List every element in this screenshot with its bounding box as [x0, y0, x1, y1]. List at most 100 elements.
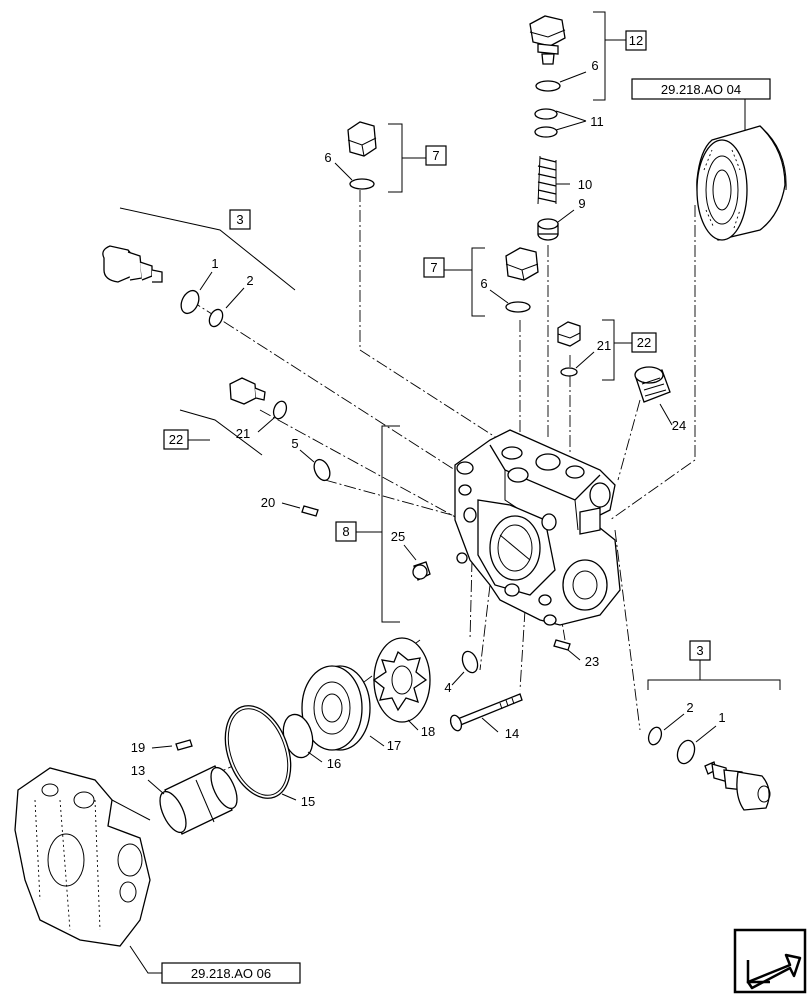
seal-15-inner: [227, 708, 289, 796]
plug-22b: [229, 377, 266, 405]
reference-top-right[interactable]: 29.218.AO 04: [661, 82, 741, 97]
o-ring-2a: [208, 308, 224, 328]
leader-15: [281, 793, 297, 801]
plug-22a: [557, 321, 581, 347]
plug-25: [412, 561, 431, 581]
ref-box-3a: [229, 209, 251, 230]
ref-box-22a: [631, 332, 657, 353]
leader-6a: [334, 162, 353, 181]
gear-set-reference: [696, 125, 787, 241]
callout-1a: 1: [211, 256, 218, 271]
callout-3b: 3: [696, 643, 703, 658]
ref-box-8: [335, 521, 357, 542]
leader-2a: [225, 287, 245, 309]
o-ring-21b: [272, 400, 288, 420]
callout-21b: 21: [236, 426, 250, 441]
o-ring-2b: [647, 726, 663, 746]
dowel-23: [553, 639, 571, 651]
callout-24: 24: [672, 418, 686, 433]
callout-9: 9: [578, 196, 585, 211]
relief-valve-left: [102, 245, 163, 283]
leader-20: [281, 502, 301, 509]
pin-20: [301, 505, 319, 517]
callout-17: 17: [387, 738, 401, 753]
leader-1b: [695, 725, 717, 743]
o-ring-4: [461, 650, 479, 674]
o-ring-6b: [535, 80, 561, 92]
bracket-3a: [119, 207, 296, 291]
leader-5: [299, 449, 315, 463]
leader-13: [147, 779, 165, 795]
leader-21b: [257, 417, 275, 433]
bracket-7a: [388, 123, 403, 193]
callout-20: 20: [261, 495, 275, 510]
leader-4: [451, 671, 465, 686]
ref-box-22b: [163, 429, 189, 450]
callout-22a: 22: [637, 335, 651, 350]
leader-6c: [489, 289, 509, 304]
callout-7a: 7: [432, 148, 439, 163]
ring-plate-17: [301, 665, 371, 751]
o-ring-5: [313, 458, 331, 482]
center-lines: [179, 190, 696, 791]
leader-16: [307, 751, 323, 763]
plug-12: [529, 15, 566, 65]
leader-2b: [663, 713, 685, 731]
bracket-7b: [471, 247, 485, 317]
o-ring-6a: [349, 178, 375, 190]
reference-bottom-left[interactable]: 29.218.AO 06: [191, 966, 271, 981]
leader-14: [481, 717, 499, 733]
callout-3a: 3: [236, 212, 243, 227]
o-ring-1b: [676, 739, 696, 765]
leader-1a: [199, 271, 213, 291]
callout-6b: 6: [591, 58, 598, 73]
arrow-icon[interactable]: [733, 928, 807, 994]
leader-11: [555, 110, 587, 131]
bracket-8: [381, 425, 400, 623]
spring-10: [537, 155, 557, 205]
rotor-gear-18: [372, 637, 431, 723]
callout-6a: 6: [324, 150, 331, 165]
pump-housing: [454, 429, 621, 626]
leader-9: [557, 209, 575, 223]
leader-24: [659, 403, 673, 426]
bracket-22a: [602, 319, 615, 381]
ref-box-3b: [689, 640, 711, 661]
plug-7a: [347, 121, 377, 157]
leader-25: [403, 544, 417, 561]
bracket-22b: [179, 409, 263, 456]
coupling-13: [159, 765, 238, 835]
callout-8: 8: [342, 524, 349, 539]
callout-13: 13: [131, 763, 145, 778]
leader-ref-bottom: [129, 945, 162, 974]
callout-6c: 6: [480, 276, 487, 291]
callout-22b: 22: [169, 432, 183, 447]
callout-7b: 7: [430, 260, 437, 275]
callout-11: 11: [590, 114, 604, 129]
rear-cover-reference: [14, 767, 151, 947]
leader-23: [567, 649, 581, 661]
callout-19: 19: [131, 740, 145, 755]
reference-box-top[interactable]: [631, 78, 771, 100]
bracket-12: [593, 11, 606, 101]
callout-12: 12: [629, 33, 643, 48]
pin-19: [175, 739, 193, 751]
leader-18: [407, 719, 419, 731]
ref-box-12: [625, 30, 647, 51]
bushing-24: [634, 366, 671, 403]
leader-21a: [575, 351, 595, 369]
seal-15: [224, 705, 292, 799]
o-ring-1a: [180, 289, 200, 315]
callout-23: 23: [585, 654, 599, 669]
ref-box-7b: [423, 257, 445, 278]
callout-14: 14: [505, 726, 519, 741]
o-ring-21a: [560, 367, 578, 377]
callout-5: 5: [291, 436, 298, 451]
ref-box-7a: [425, 145, 447, 166]
o-ring-6c: [505, 301, 531, 313]
callout-2a: 2: [246, 273, 253, 288]
poppet-9: [537, 218, 559, 241]
leader-17: [369, 735, 385, 747]
leader-19: [151, 745, 173, 749]
